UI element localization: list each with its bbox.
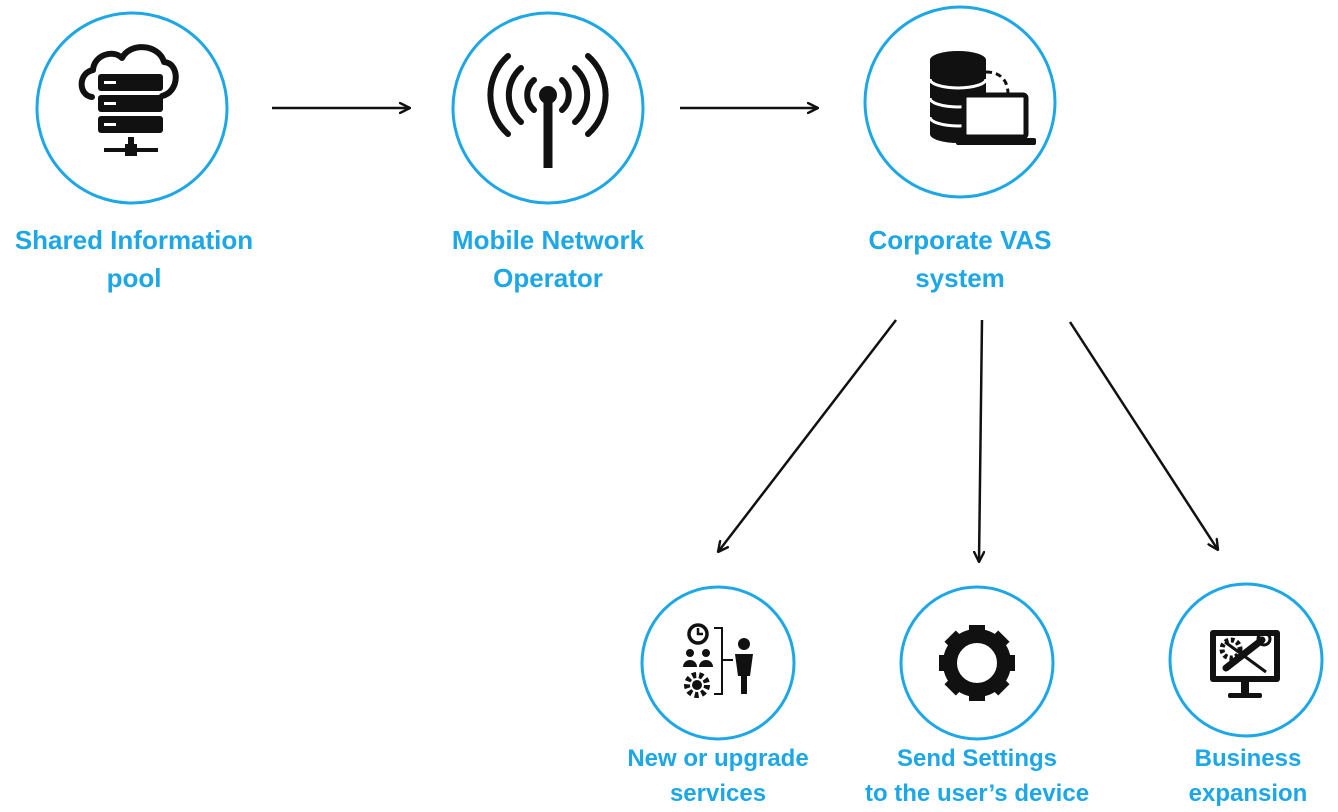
label-corporate-vas: Corporate VAS system (850, 222, 1070, 297)
label-line: system (915, 262, 1005, 293)
monitor-tools-icon (1210, 630, 1280, 698)
node-shared-info (35, 11, 229, 205)
gear-icon (939, 625, 1015, 701)
node-send-settings (899, 585, 1055, 741)
node-new-services (640, 585, 796, 741)
antenna-icon (487, 53, 609, 168)
node-corporate-vas (863, 5, 1057, 199)
label-line: expansion (1188, 779, 1308, 807)
label-line: to the user’s device (864, 779, 1090, 807)
arrow-vas-to-business (1068, 321, 1218, 550)
database-laptop-icon (928, 51, 1036, 145)
arrow-vas-to-settings (979, 319, 982, 562)
cloud-server-icon (78, 44, 179, 156)
label-shared-info: Shared Information pool (6, 222, 262, 297)
node-mobile-operator (451, 11, 645, 205)
label-line: Corporate VAS (868, 225, 1052, 255)
label-send-settings: Send Settings to the user’s device (852, 742, 1102, 812)
label-line: New or upgrade (627, 745, 809, 772)
label-line: Business (1194, 745, 1302, 772)
label-line: Shared Information (14, 225, 254, 255)
label-line: Mobile Network (451, 225, 645, 255)
label-new-services: New or upgrade services (604, 742, 832, 812)
team-management-icon (683, 623, 753, 698)
label-line: services (669, 779, 767, 807)
node-business-expansion (1168, 582, 1324, 738)
label-line: pool (106, 262, 162, 293)
label-line: Operator (493, 262, 603, 293)
label-business-expansion: Business expansion (1168, 742, 1328, 812)
label-line: Send Settings (896, 745, 1058, 772)
label-mobile-operator: Mobile Network Operator (433, 222, 663, 297)
arrow-vas-to-new-services (718, 319, 897, 552)
